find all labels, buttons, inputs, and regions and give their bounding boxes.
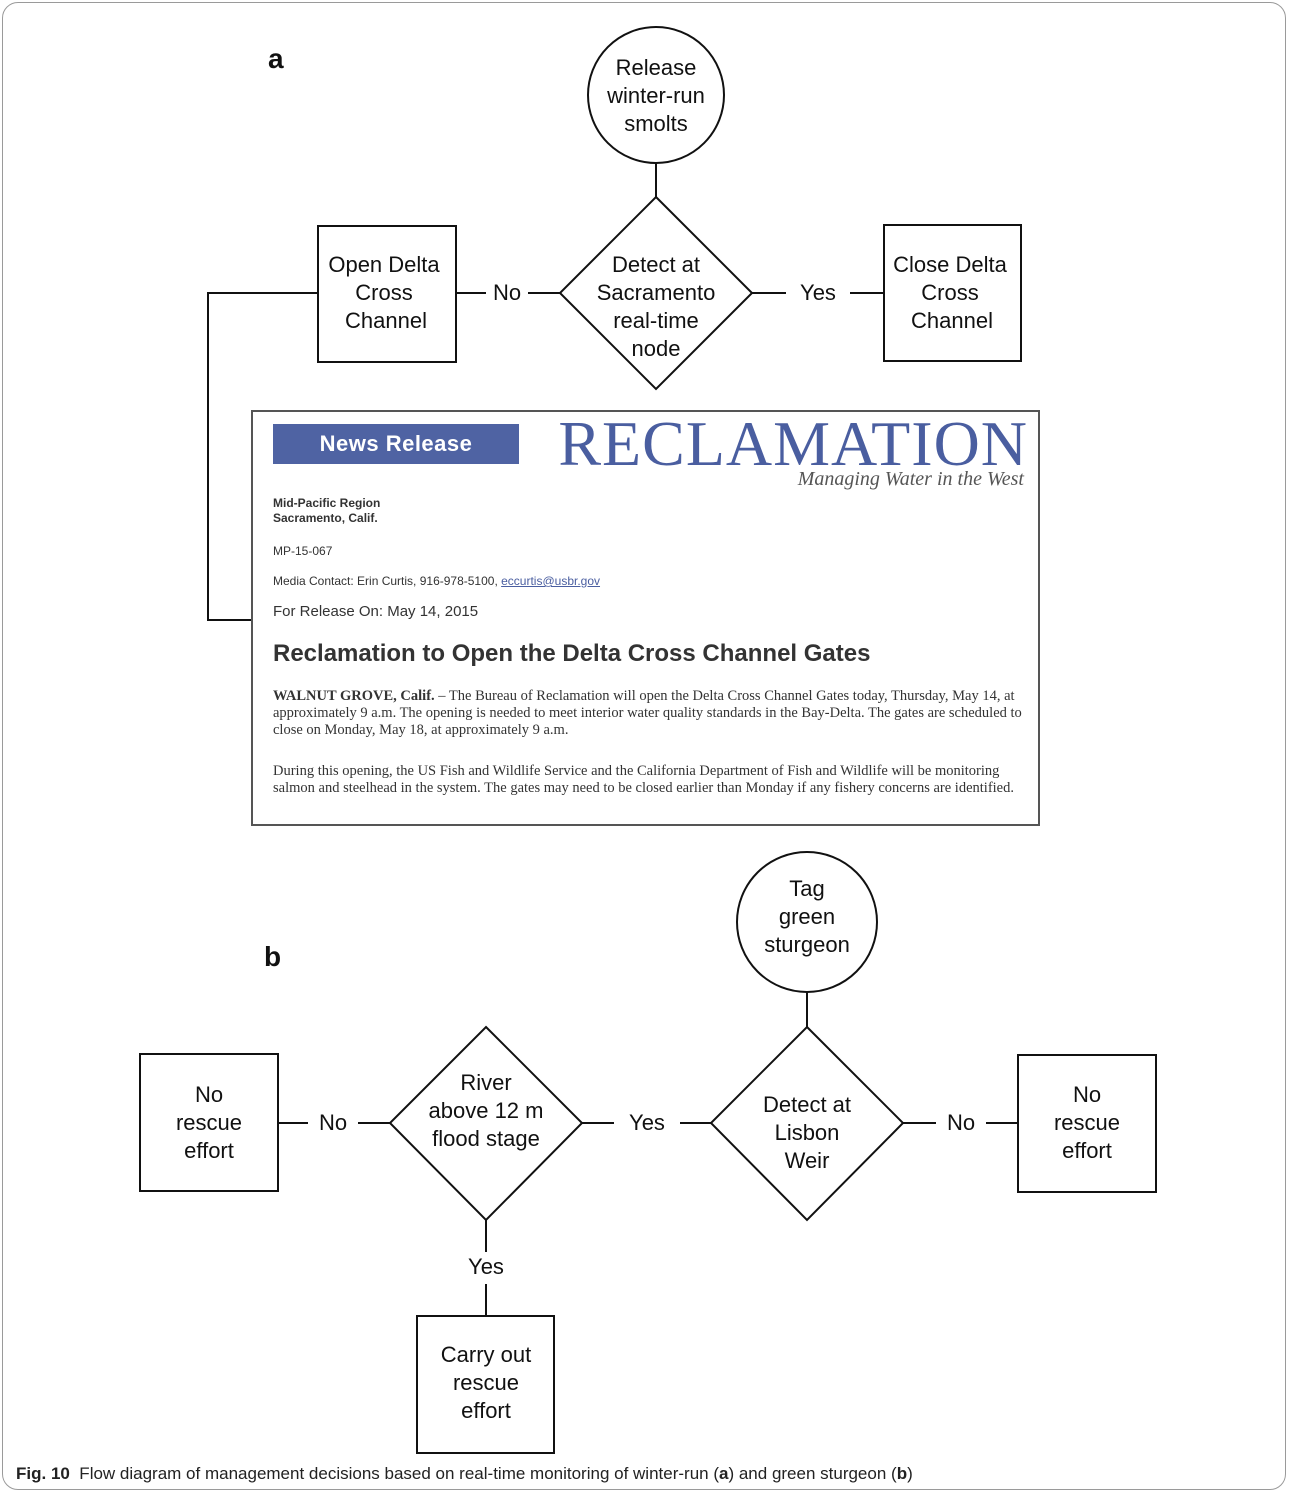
release-id: MP-15-067 (273, 544, 333, 558)
dateline: WALNUT GROVE, Calif. (273, 688, 435, 704)
release-date: For Release On: May 14, 2015 (273, 603, 479, 620)
caption-text-2: ) and green sturgeon ( (728, 1464, 897, 1483)
action-no-rescue-left: No rescue effort (139, 1053, 279, 1192)
lisbon-line2: Lisbon (775, 1120, 840, 1145)
lisbon-line1: Detect at (763, 1092, 851, 1117)
reclamation-logo: RECLAMATION (558, 410, 1028, 479)
paragraph-1-body: – The Bureau of Reclamation will open th… (273, 688, 1022, 738)
panel-b-label: b (264, 941, 281, 972)
news-paragraph-2: During this opening, the US Fish and Wil… (273, 763, 1014, 796)
action-carry-out-rescue: Carry out rescue effort (416, 1315, 555, 1454)
decision-a-line2: Sacramento (597, 280, 716, 305)
no-rescue-right-line3: effort (1062, 1138, 1112, 1163)
flood-line1: River (460, 1070, 511, 1095)
close-line2: Cross (921, 280, 978, 305)
start-a-line2: winter-run (606, 83, 705, 108)
carry-out-line3: effort (461, 1398, 511, 1423)
label-yes-down: Yes (468, 1254, 504, 1279)
contact-email-link[interactable]: eccurtis@usbr.gov (501, 574, 601, 588)
news-region: Mid-Pacific Region Sacramento, Calif. (273, 496, 380, 526)
close-line3: Channel (911, 308, 993, 333)
start-a-line1: Release (616, 55, 697, 80)
open-line2: Cross (355, 280, 412, 305)
lisbon-line3: Weir (785, 1148, 830, 1173)
action-open-delta-cross-channel: Open Delta Cross Channel (317, 225, 457, 363)
news-release-clipping: News Release RECLAMATION Managing Water … (251, 410, 1040, 826)
region-line1: Mid-Pacific Region (273, 496, 381, 510)
reclamation-tagline: Managing Water in the West (797, 468, 1024, 490)
panel-a-label: a (268, 43, 284, 74)
decision-a-line3: real-time (613, 308, 699, 333)
start-b-line2: green (779, 904, 835, 929)
figure-caption: Fig. 10 Flow diagram of management decis… (16, 1464, 913, 1484)
label-yes-a: Yes (800, 280, 836, 305)
start-node-release-smolts: Release winter-run smolts (587, 26, 725, 164)
carry-out-line2: rescue (453, 1370, 519, 1395)
caption-text-1: Flow diagram of management decisions bas… (69, 1464, 719, 1483)
decision-detect-lisbon-weir: Detect at Lisbon Weir (709, 1025, 905, 1222)
media-contact: Media Contact: Erin Curtis, 916-978-5100… (273, 574, 600, 588)
contact-prefix: Media Contact: Erin Curtis, 916-978-5100… (273, 574, 502, 588)
carry-out-line1: Carry out (441, 1342, 531, 1367)
caption-ref-a: a (719, 1464, 729, 1483)
label-no-a: No (493, 280, 521, 305)
action-no-rescue-right: No rescue effort (1017, 1054, 1157, 1193)
close-line1: Close Delta (893, 252, 1007, 277)
label-no-right: No (947, 1110, 975, 1135)
no-rescue-left-line3: effort (184, 1138, 234, 1163)
figure-label: Fig. 10 (16, 1464, 70, 1483)
start-a-line3: smolts (624, 111, 688, 136)
start-node-tag-green-sturgeon: Tag green sturgeon (736, 851, 878, 993)
flood-line3: flood stage (432, 1126, 540, 1151)
decision-a-line1: Detect at (612, 252, 700, 277)
no-rescue-right-line1: No (1073, 1082, 1101, 1107)
open-line3: Channel (345, 308, 427, 333)
label-no-left: No (319, 1110, 347, 1135)
caption-ref-b: b (896, 1464, 908, 1483)
news-headline: Reclamation to Open the Delta Cross Chan… (273, 640, 871, 667)
connector-open-to-news (207, 292, 318, 621)
open-line1: Open Delta (328, 252, 440, 277)
no-rescue-left-line1: No (195, 1082, 223, 1107)
no-rescue-right-line2: rescue (1054, 1110, 1120, 1135)
start-b-line1: Tag (789, 876, 824, 901)
action-close-delta-cross-channel: Close Delta Cross Channel (883, 224, 1022, 362)
start-b-line3: sturgeon (764, 932, 850, 957)
decision-river-flood-stage: River above 12 m flood stage (388, 1025, 584, 1222)
news-release-banner: News Release (273, 424, 519, 464)
no-rescue-left-line2: rescue (176, 1110, 242, 1135)
caption-text-3: ) (907, 1464, 913, 1483)
decision-detect-sacramento: Detect at Sacramento real-time node (558, 195, 754, 391)
region-line2: Sacramento, Calif. (273, 511, 378, 525)
decision-a-line4: node (632, 336, 681, 361)
flood-line2: above 12 m (429, 1098, 544, 1123)
news-paragraph-1: WALNUT GROVE, Calif. – The Bureau of Rec… (273, 688, 1025, 739)
label-yes-mid: Yes (629, 1110, 665, 1135)
